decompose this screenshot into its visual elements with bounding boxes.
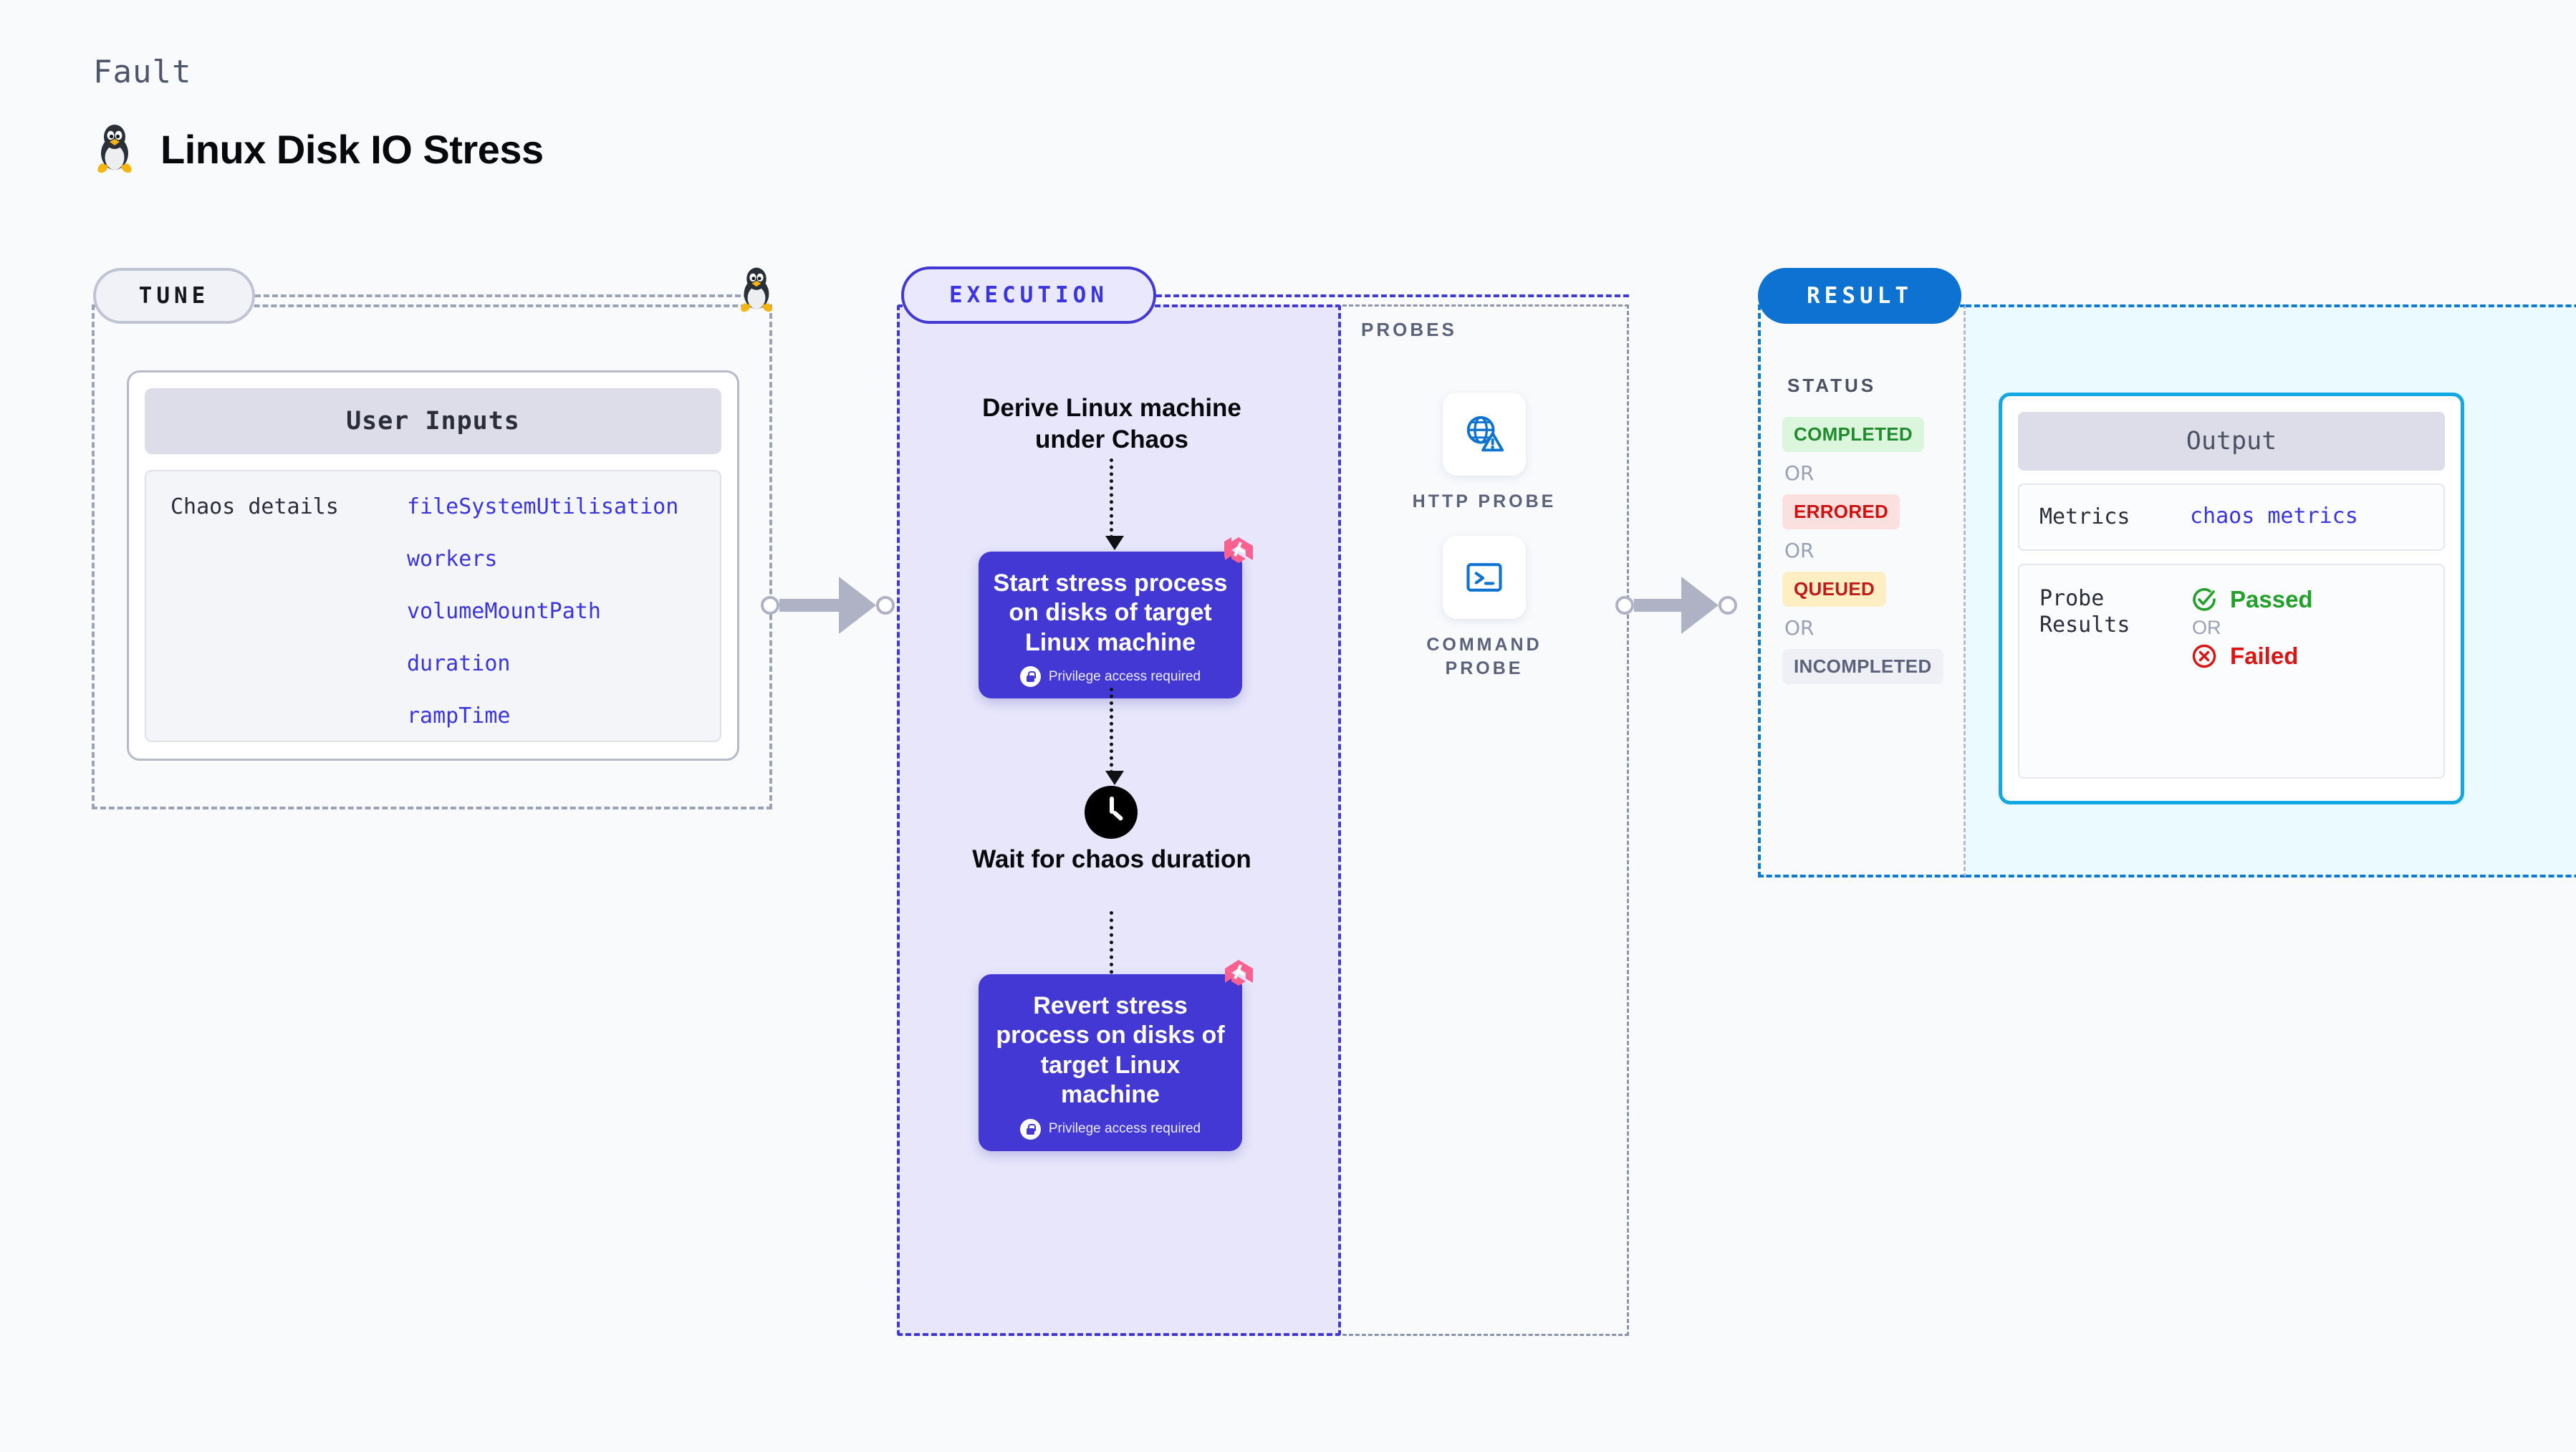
action-title: Start stress process on disks of target … bbox=[993, 569, 1228, 656]
probes-stage-container bbox=[1342, 304, 1629, 1336]
connector-bar bbox=[779, 599, 840, 612]
flow-arrow-icon bbox=[1105, 458, 1124, 550]
execution-step-wait: Wait for chaos duration bbox=[972, 845, 1251, 873]
connector-bar bbox=[1634, 599, 1683, 612]
result-stage-pill[interactable]: RESULT bbox=[1758, 268, 1961, 324]
user-inputs-title: User Inputs bbox=[145, 388, 721, 454]
tune-stage-pill[interactable]: TUNE bbox=[93, 268, 255, 324]
probes-label: PROBES bbox=[1361, 319, 1457, 340]
chaos-details-row: Chaos details fileSystemUtilisation work… bbox=[145, 470, 721, 742]
connector-end-dot bbox=[1719, 596, 1737, 615]
input-param-filesystemutilisation[interactable]: fileSystemUtilisation bbox=[407, 494, 679, 519]
status-list: COMPLETED OR ERRORED OR QUEUED OR INCOMP… bbox=[1782, 417, 1961, 684]
action-privilege-note: Privilege access required bbox=[993, 666, 1228, 688]
page-eyebrow: Fault bbox=[93, 54, 192, 90]
connector-start-dot bbox=[761, 596, 779, 615]
flow-arrow-icon bbox=[1105, 688, 1124, 785]
output-row-metrics: Metrics chaos metrics bbox=[2018, 484, 2445, 551]
terminal-prompt-icon bbox=[1443, 536, 1526, 619]
connector-arrowhead-icon bbox=[839, 577, 876, 634]
output-card-title: Output bbox=[2018, 412, 2445, 471]
status-badge-queued: QUEUED bbox=[1782, 572, 1887, 607]
chaos-details-label: Chaos details bbox=[170, 494, 339, 519]
input-param-ramptime[interactable]: rampTime bbox=[407, 703, 511, 729]
litmus-chaos-icon bbox=[1222, 534, 1255, 571]
probe-command-label: COMMAND PROBE bbox=[1426, 635, 1542, 678]
chaos-details-values: fileSystemUtilisation workers volumeMoun… bbox=[407, 494, 678, 741]
linux-penguin-icon bbox=[736, 265, 777, 316]
litmus-chaos-icon bbox=[1222, 957, 1255, 994]
input-param-workers[interactable]: workers bbox=[407, 547, 498, 572]
connector-start-dot bbox=[1615, 596, 1634, 615]
user-inputs-card: User Inputs Chaos details fileSystemUtil… bbox=[127, 370, 739, 761]
action-title: Revert stress process on disks of target… bbox=[996, 992, 1225, 1109]
status-badge-completed: COMPLETED bbox=[1782, 417, 1924, 452]
connector-arrowhead-icon bbox=[1681, 577, 1719, 634]
probe-http-label: HTTP PROBE bbox=[1412, 491, 1557, 511]
tune-top-dashed-line bbox=[255, 294, 749, 297]
output-probe-results-key: Probe Results bbox=[2039, 585, 2130, 638]
probe-result-failed: Failed bbox=[2190, 642, 2313, 670]
input-param-duration[interactable]: duration bbox=[407, 651, 511, 676]
status-badge-incompleted: INCOMPLETED bbox=[1782, 649, 1943, 684]
probe-command[interactable]: COMMAND PROBE bbox=[1398, 536, 1570, 680]
probe-result-passed-label: Passed bbox=[2230, 585, 2313, 612]
execution-step-derive: Derive Linux machine under Chaos bbox=[982, 394, 1241, 453]
output-row-probe-results: Probe Results Passed OR bbox=[2018, 563, 2445, 779]
lock-icon bbox=[1019, 1118, 1041, 1140]
status-badge-errored: ERRORED bbox=[1782, 494, 1900, 529]
execution-action-start-stress[interactable]: Start stress process on disks of target … bbox=[979, 537, 1253, 699]
connector-tune-to-execution bbox=[761, 577, 895, 634]
output-metrics-key: Metrics bbox=[2039, 504, 2130, 529]
status-or-1: OR bbox=[1784, 461, 1815, 485]
connector-end-dot bbox=[876, 596, 895, 615]
page-title: Linux Disk IO Stress bbox=[160, 127, 544, 172]
globe-warning-icon bbox=[1443, 393, 1526, 476]
connector-execution-to-result bbox=[1615, 577, 1737, 634]
probe-http[interactable]: HTTP PROBE bbox=[1398, 393, 1570, 514]
tune-stage-container bbox=[92, 304, 772, 809]
action-privilege-note: Privilege access required bbox=[993, 1118, 1228, 1140]
probe-result-or: OR bbox=[2192, 616, 2221, 638]
action-privilege-text: Privilege access required bbox=[1048, 1121, 1201, 1137]
lock-icon bbox=[1019, 666, 1041, 688]
probe-result-failed-label: Failed bbox=[2230, 642, 2299, 669]
x-circle-icon bbox=[2190, 642, 2219, 670]
linux-penguin-icon bbox=[93, 122, 136, 177]
status-or-2: OR bbox=[1784, 539, 1815, 562]
status-or-3: OR bbox=[1784, 616, 1815, 640]
action-privilege-text: Privilege access required bbox=[1048, 668, 1201, 684]
execution-stage-pill[interactable]: EXECUTION bbox=[901, 266, 1156, 324]
page-title-row: Linux Disk IO Stress bbox=[93, 122, 544, 177]
status-label: STATUS bbox=[1787, 375, 1877, 396]
execution-action-revert-stress[interactable]: Revert stress process on disks of target… bbox=[979, 960, 1253, 1151]
probe-result-passed: Passed bbox=[2190, 585, 2313, 614]
probe-result-options: Passed OR Failed bbox=[2190, 585, 2313, 670]
output-card: Output Metrics chaos metrics Probe Resul… bbox=[1999, 393, 2464, 804]
input-param-volumemountpath[interactable]: volumeMountPath bbox=[407, 599, 601, 624]
execution-top-dashed-line bbox=[1156, 294, 1629, 297]
clock-icon bbox=[1085, 786, 1138, 839]
output-metrics-value[interactable]: chaos metrics bbox=[2190, 504, 2358, 529]
check-circle-icon bbox=[2190, 585, 2219, 614]
